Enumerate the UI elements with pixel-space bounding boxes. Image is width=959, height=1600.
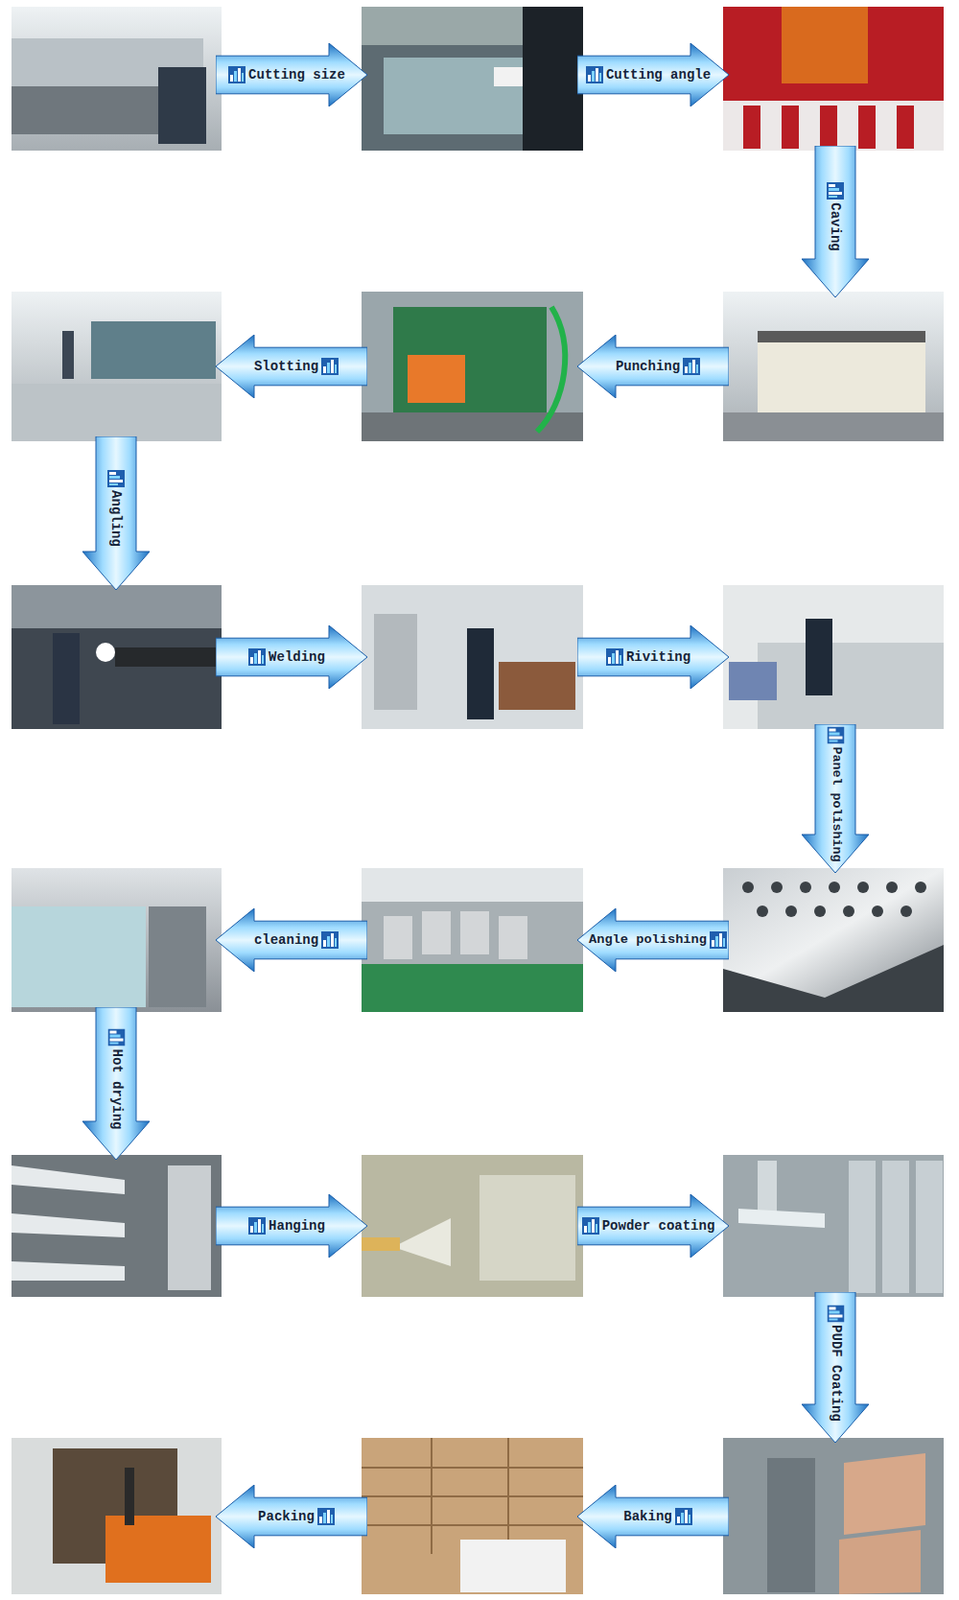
arrow-label-row: cleaning xyxy=(227,920,366,959)
arrow-label-row: Powder coating xyxy=(579,1206,718,1245)
step-label: Punching xyxy=(615,359,680,374)
photo-glass-cutting xyxy=(361,6,584,151)
photo-press xyxy=(361,291,584,442)
step-label: Welding xyxy=(268,650,326,664)
company-logo xyxy=(826,1304,844,1322)
process-arrow: Hanging xyxy=(215,1193,368,1258)
process-arrow: Caving xyxy=(801,145,869,298)
photo-cartons xyxy=(361,1437,584,1594)
company-logo xyxy=(321,357,339,375)
step-label: Riviting xyxy=(626,650,691,664)
photo-loading xyxy=(11,1437,222,1594)
step-label: Cutting size xyxy=(248,68,346,82)
step-label: Angle polishing xyxy=(588,933,707,947)
step-label: Powder coating xyxy=(602,1218,716,1233)
photo-welding xyxy=(11,584,222,729)
company-logo xyxy=(248,1216,266,1235)
company-logo xyxy=(606,648,624,666)
step-label: Angling xyxy=(109,490,123,547)
company-logo xyxy=(228,66,246,84)
company-logo xyxy=(321,931,339,949)
arrow-label-row: Panel polishing xyxy=(815,725,856,862)
company-logo xyxy=(248,648,266,666)
arrow-label-row: PUDF Coating xyxy=(815,1293,856,1431)
step-label: Hot drying xyxy=(109,1048,123,1129)
process-arrow: Welding xyxy=(215,625,368,689)
company-logo xyxy=(585,66,604,84)
step-label: Hanging xyxy=(268,1218,326,1233)
arrow-label-row: Riviting xyxy=(579,637,718,677)
step-label: Panel polishing xyxy=(828,746,842,862)
arrow-label-row: Cutting size xyxy=(217,55,356,94)
step-label: Packing xyxy=(257,1509,315,1523)
process-arrow: Baking xyxy=(577,1484,729,1548)
photo-turret-punch xyxy=(723,291,944,442)
step-label: Baking xyxy=(623,1509,672,1523)
process-arrow: Powder coating xyxy=(577,1193,729,1258)
arrow-label-row: Hot drying xyxy=(95,1008,137,1148)
photo-cleaning-tanks xyxy=(361,867,584,1012)
process-arrow: Cutting size xyxy=(215,43,368,107)
photo-baking-oven xyxy=(723,1437,944,1594)
step-label: Slotting xyxy=(254,359,319,374)
arrow-label-row: Angling xyxy=(95,438,137,579)
arrow-label-row: Caving xyxy=(815,147,856,286)
process-arrow: Packing xyxy=(215,1484,368,1548)
photo-riveting xyxy=(361,584,584,729)
arrow-label-row: Baking xyxy=(588,1496,727,1536)
company-logo xyxy=(826,182,844,200)
company-logo xyxy=(682,357,701,375)
photo-bending xyxy=(11,291,222,442)
photo-shearing xyxy=(11,6,222,151)
process-arrow: Angling xyxy=(82,436,150,590)
step-label: PUDF Coating xyxy=(828,1324,843,1422)
photo-panel-polishing xyxy=(723,584,944,729)
arrow-label-row: Punching xyxy=(588,347,727,386)
company-logo xyxy=(709,931,727,949)
process-arrow: Punching xyxy=(577,334,729,398)
arrow-label-row: Slotting xyxy=(227,347,366,386)
process-arrow: Cutting angle xyxy=(577,43,729,107)
arrow-label-row: Welding xyxy=(217,637,356,677)
process-arrow: Panel polishing xyxy=(801,724,869,873)
company-logo xyxy=(826,725,844,744)
process-arrow: PUDF Coating xyxy=(801,1291,869,1443)
process-arrow: cleaning xyxy=(215,908,368,972)
photo-angle-polishing xyxy=(723,867,944,1012)
step-label: cleaning xyxy=(254,933,319,947)
step-label: Cutting angle xyxy=(606,68,711,82)
photo-spray xyxy=(361,1154,584,1297)
photo-cnc-engraving xyxy=(723,6,944,151)
step-label: Caving xyxy=(828,202,843,251)
company-logo xyxy=(582,1216,600,1235)
process-arrow: Angle polishing xyxy=(577,908,729,972)
photo-hanging-rack xyxy=(11,1154,222,1297)
company-logo xyxy=(107,469,125,488)
photo-drying-line xyxy=(11,867,222,1012)
process-arrow: Slotting xyxy=(215,334,368,398)
process-arrow: Riviting xyxy=(577,625,729,689)
arrow-label-row: Angle polishing xyxy=(588,920,727,959)
company-logo xyxy=(317,1507,335,1525)
company-logo xyxy=(107,1028,125,1046)
arrow-label-row: Hanging xyxy=(217,1206,356,1245)
company-logo xyxy=(675,1507,693,1525)
process-arrow: Hot drying xyxy=(82,1006,150,1160)
photo-powder-coating xyxy=(723,1154,944,1297)
arrow-label-row: Packing xyxy=(227,1496,366,1536)
arrow-label-row: Cutting angle xyxy=(579,55,718,94)
